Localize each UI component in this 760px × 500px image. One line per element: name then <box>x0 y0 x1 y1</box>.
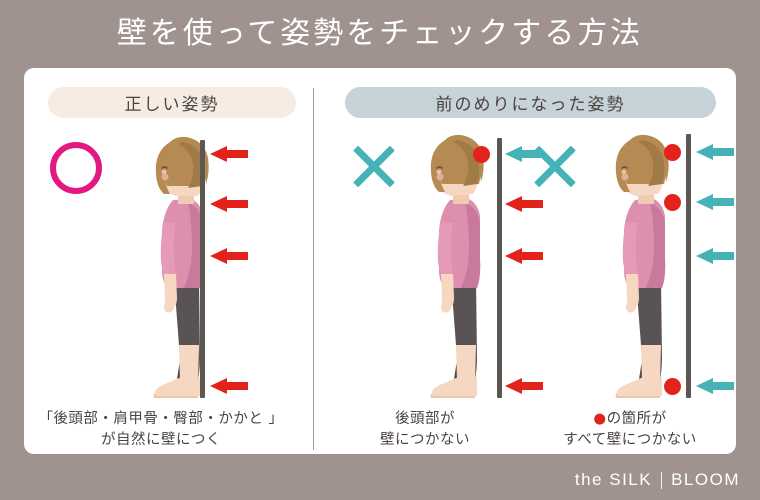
red-dot-glyph: ● <box>593 411 607 427</box>
caption-all-off-line1: ●の箇所が <box>525 409 735 430</box>
arrow-hip-contact <box>505 248 543 264</box>
wall-line-correct <box>200 140 205 398</box>
caption-all-off-line2: すべて壁につかない <box>563 432 697 449</box>
cross-ng-icon-right <box>532 144 578 190</box>
logo-the-silk: the SILK <box>574 470 653 489</box>
cross-ng-icon-middle <box>351 144 397 190</box>
caption-all-off-wall: ●の箇所が すべて壁につかない <box>525 409 735 451</box>
arrow-shoulder-correct <box>210 196 248 212</box>
caption-head-forward-line2: 壁につかない <box>380 432 470 449</box>
arrow-heel-correct <box>210 378 248 394</box>
person-illustration-head-forward <box>430 134 484 398</box>
gap-dot-head <box>473 146 490 163</box>
figure-all-off-wall <box>528 130 734 400</box>
wall-line-all-off <box>686 134 691 398</box>
page-title: 壁を使って姿勢をチェックする方法 <box>116 16 644 51</box>
arrow-head-correct <box>210 146 248 162</box>
arrow-head-gap <box>505 146 543 162</box>
gap-dot-shoulder-right <box>664 194 681 211</box>
content-card <box>24 68 736 454</box>
logo-divider <box>661 471 663 489</box>
gap-dot-head-right <box>664 144 681 161</box>
caption-correct-line1: 「後頭部・肩甲骨・臀部・かかと 」 <box>38 411 284 427</box>
brand-logo: the SILK BLOOM <box>575 470 740 490</box>
arrow-hip-correct <box>210 248 248 264</box>
caption-correct: 「後頭部・肩甲骨・臀部・かかと 」 が自然に壁につく <box>26 409 296 451</box>
gap-dot-heel-right <box>664 378 681 395</box>
person-illustration-correct <box>153 136 209 398</box>
figure-head-forward <box>345 130 543 400</box>
panel-header-correct: 正しい姿勢 <box>48 87 296 118</box>
arrow-heel-gap-right <box>696 378 734 394</box>
arrow-hip-gap-right <box>696 248 734 264</box>
circle-ok-icon <box>50 142 102 194</box>
caption-all-off-line1-text: の箇所が <box>606 411 667 427</box>
logo-bloom: BLOOM <box>671 470 740 489</box>
arrow-shoulder-gap-right <box>696 194 734 210</box>
wall-line-head-forward <box>497 138 502 398</box>
panel-divider <box>313 88 314 450</box>
person-illustration-all-off-wall <box>615 134 669 398</box>
arrow-head-gap-right <box>696 144 734 160</box>
arrow-shoulder-contact <box>505 196 543 212</box>
panel-header-forward-lean: 前のめりになった姿勢 <box>345 87 716 118</box>
caption-head-forward: 後頭部が 壁につかない <box>330 409 520 451</box>
arrow-heel-contact <box>505 378 543 394</box>
caption-correct-line2: が自然に壁につく <box>101 432 221 449</box>
figure-correct <box>40 130 300 400</box>
caption-head-forward-line1: 後頭部が <box>395 411 455 427</box>
